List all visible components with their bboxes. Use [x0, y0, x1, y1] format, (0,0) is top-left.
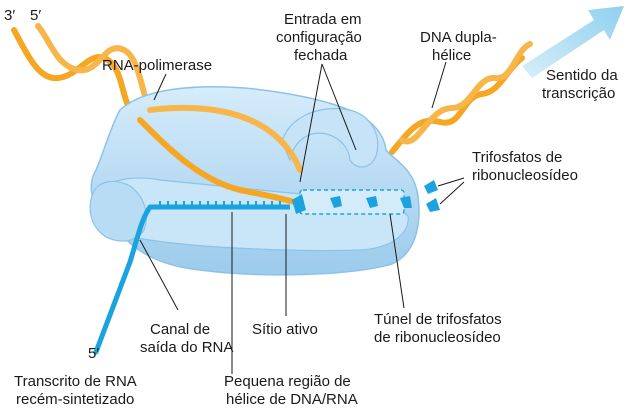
dna-upstream-helix: [11, 23, 153, 123]
label-transcription-direction-2: transcrição: [542, 85, 615, 102]
dna-template-strand: [137, 104, 303, 207]
labels: 3′ 5′ 5′ RNA-polimerase Entrada em confi…: [4, 7, 618, 408]
rna-transcript: [93, 201, 290, 355]
dna-downstream-helix: [389, 41, 533, 155]
label-dna-rna-hybrid-2: hélice de DNA/RNA: [226, 391, 358, 408]
rna-polymerase-body: [89, 86, 420, 276]
label-active-site: Sítio ativo: [252, 321, 318, 338]
label-new-transcript-1: Transcrito de RNA: [14, 373, 137, 390]
ribonucleotide-triphosphates: [424, 180, 440, 212]
label-rna-exit-channel-2: saída do RNA: [140, 339, 233, 356]
triphosphate-tunnel: [292, 189, 412, 215]
label-nucleotides-2: ribonucleosídeo: [472, 167, 578, 184]
label-leader-lines: [139, 61, 465, 374]
label-tunnel-2: de ribonucleosídeo: [374, 329, 501, 346]
label-dna-rna-hybrid-1: Pequena região de: [224, 373, 351, 390]
label-rna-exit-channel-1: Canal de: [150, 321, 210, 338]
three-prime-end-top: 3′: [4, 7, 15, 24]
five-prime-end-top: 5′: [30, 7, 41, 24]
label-transcription-direction-1: Sentido da: [546, 67, 618, 84]
label-tunnel-1: Túnel de trifosfatos: [374, 311, 502, 328]
label-new-transcript-2: recém-sintetizado: [16, 391, 134, 408]
label-dna-double-helix-2: hélice: [432, 47, 471, 64]
five-prime-end-transcript: 5′: [88, 345, 99, 362]
label-dna-double-helix-1: DNA dupla-: [420, 29, 497, 46]
label-rna-polymerase: RNA-polimerase: [102, 57, 212, 74]
label-closed-entry-1: Entrada em: [284, 11, 362, 28]
label-nucleotides-1: Trifosfatos de: [472, 149, 562, 166]
label-closed-entry-3: fechada: [294, 47, 348, 64]
transcription-direction-arrow: [522, 6, 624, 78]
label-closed-entry-2: configuração: [276, 29, 362, 46]
